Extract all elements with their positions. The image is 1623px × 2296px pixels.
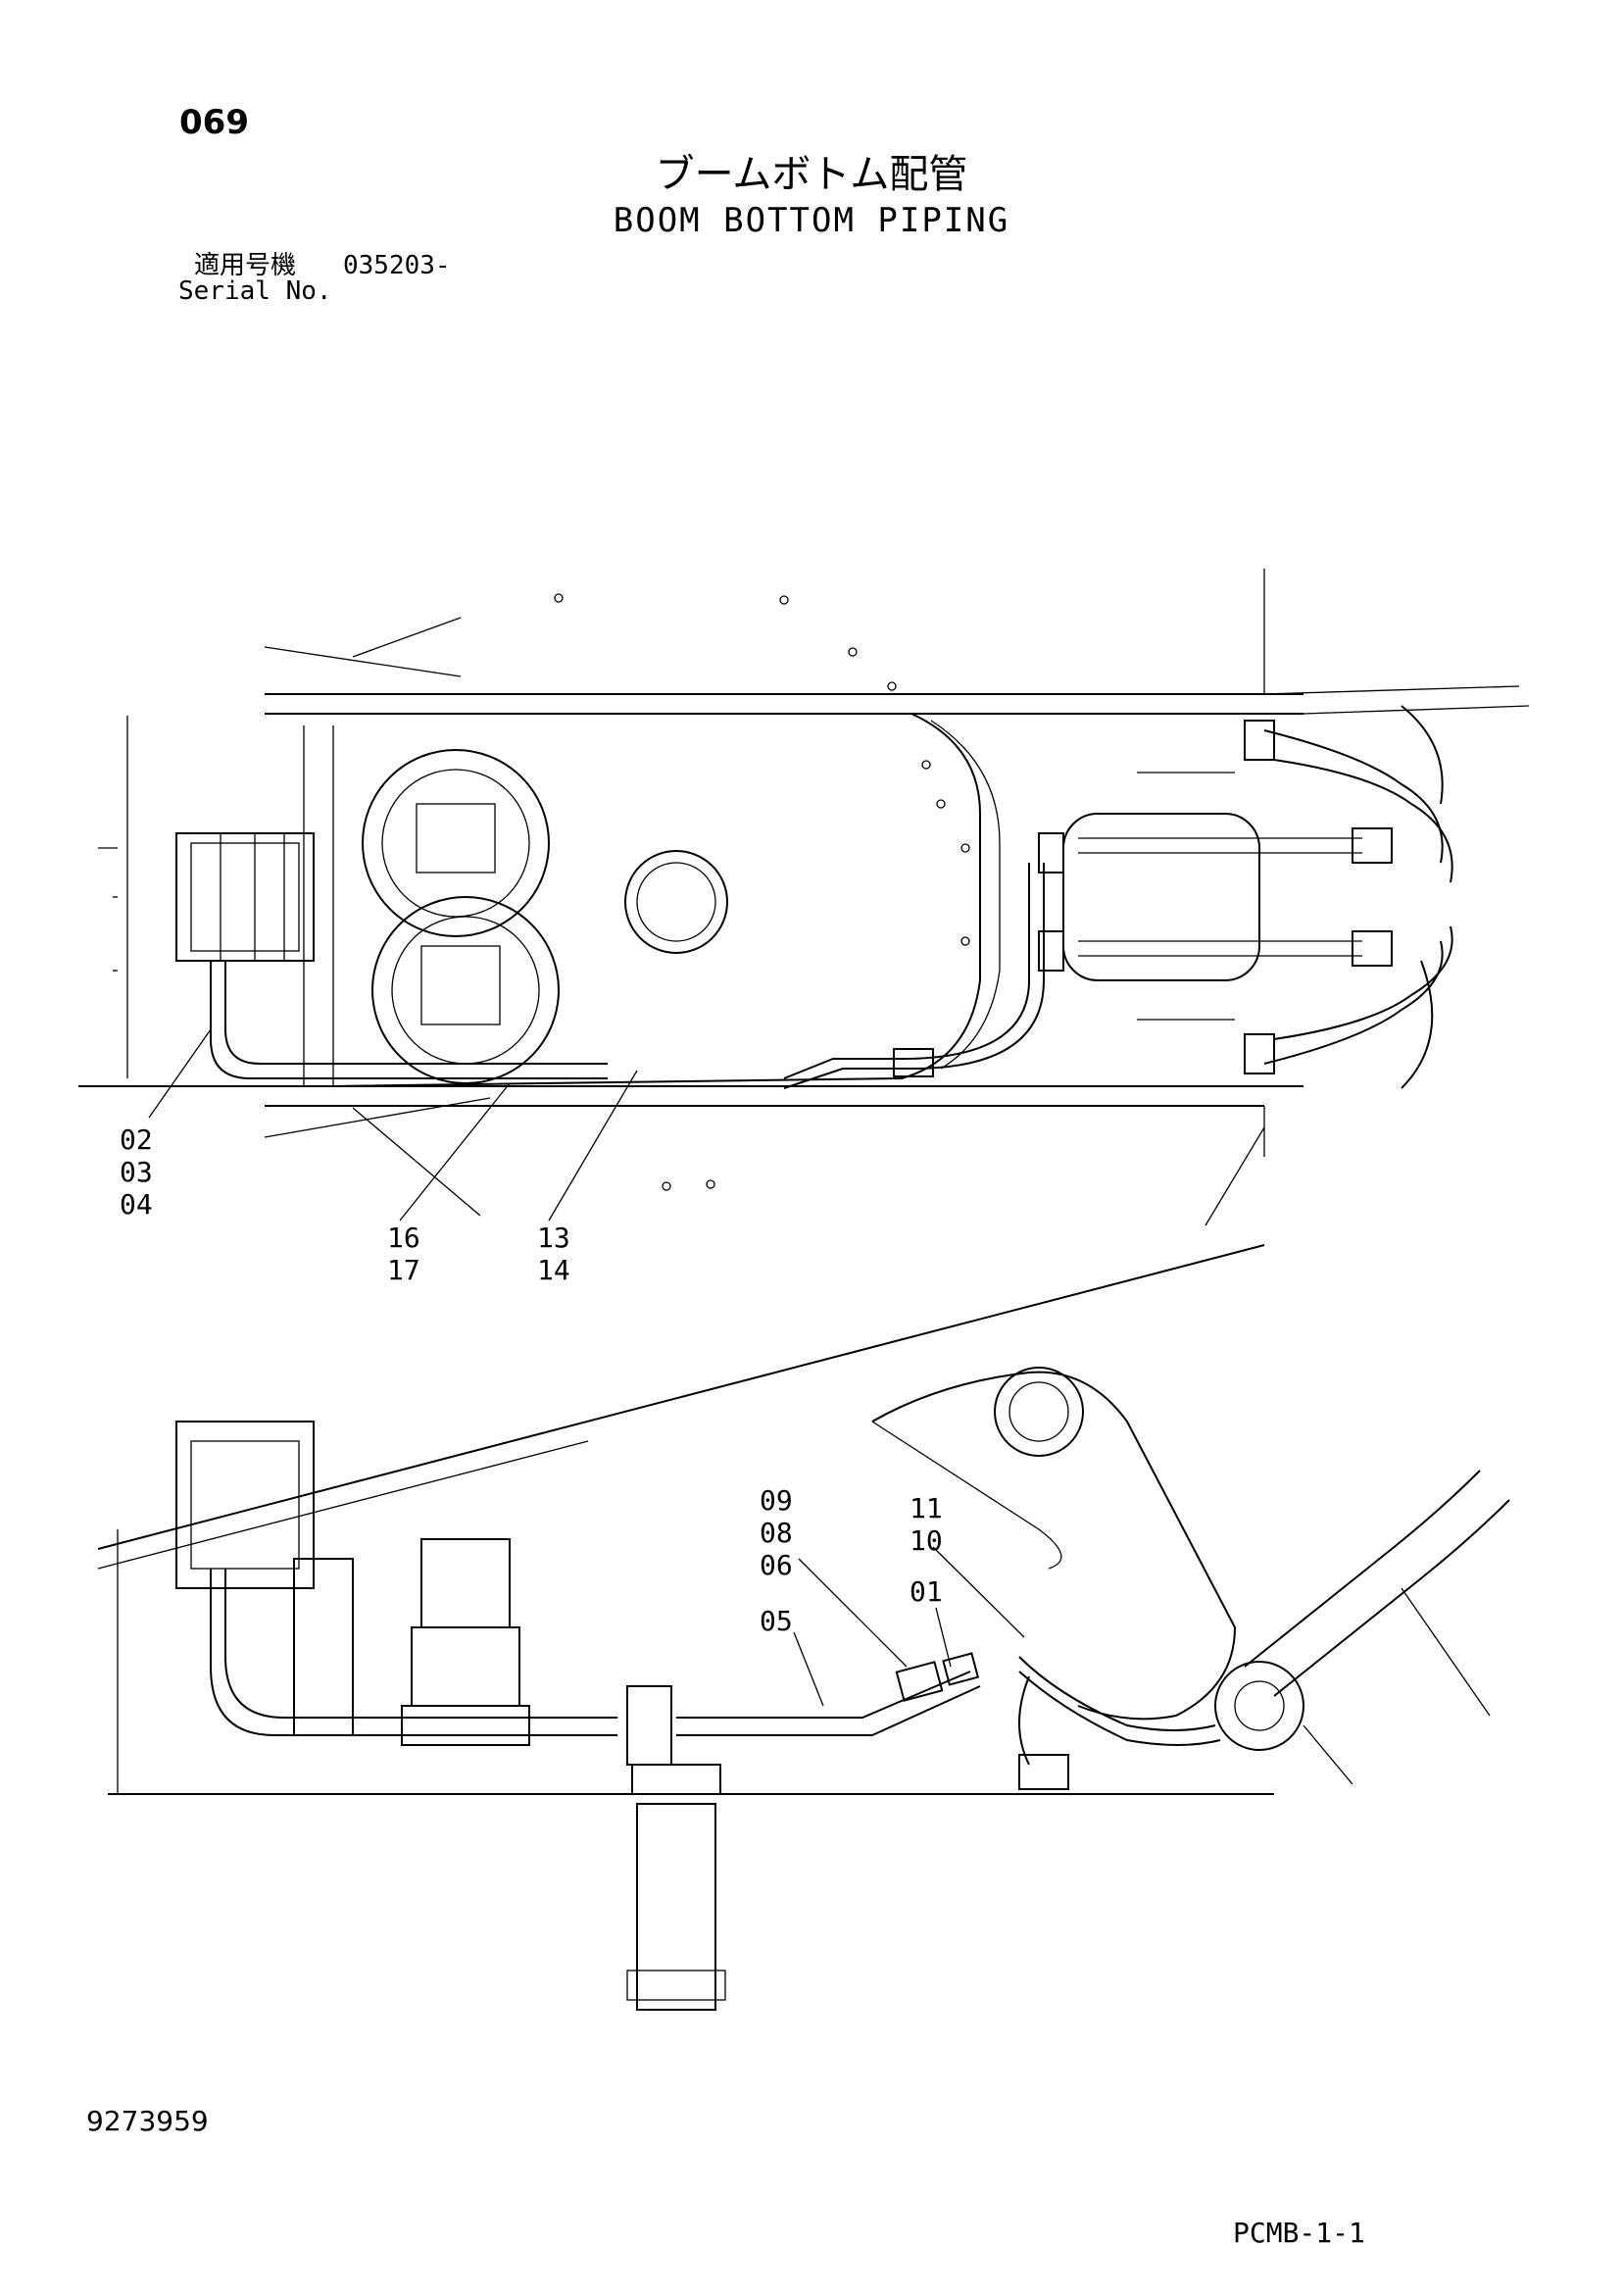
callout-01: 01 <box>910 1575 943 1608</box>
serial-label-english: Serial No. <box>178 276 332 306</box>
callout-13-14-line2: 14 <box>537 1254 570 1286</box>
callout-13-14-line1: 13 <box>537 1222 570 1254</box>
sheet-code: PCMB-1-1 <box>1233 2217 1365 2249</box>
callout-09-08-06-line1: 09 <box>760 1484 793 1517</box>
serial-label-japanese: 適用号機 <box>194 251 297 280</box>
top-view <box>78 569 1530 1226</box>
callout-05: 05 <box>760 1605 793 1637</box>
callout-11-10-line2: 10 <box>910 1524 943 1557</box>
document-number: 9273959 <box>86 2105 209 2137</box>
side-view <box>97 1244 1510 2011</box>
callout-02-03-04-line2: 03 <box>120 1156 153 1188</box>
callout-02-03-04-line3: 04 <box>120 1188 153 1221</box>
callouts-bottom: 09 08 06 05 11 10 01 <box>760 1484 943 1637</box>
page-title-japanese: ブームボトム配管 <box>655 152 968 197</box>
serial-number-value: 035203- <box>343 251 451 280</box>
callout-02-03-04-line1: 02 <box>120 1123 153 1156</box>
callout-11-10-line1: 11 <box>910 1492 943 1524</box>
page-number: 069 <box>179 103 249 142</box>
callouts-top: 02 03 04 16 17 13 14 <box>120 1123 570 1286</box>
callout-09-08-06-line3: 06 <box>760 1549 793 1581</box>
callout-09-08-06-line2: 08 <box>760 1517 793 1549</box>
page-title-english: BOOM BOTTOM PIPING <box>613 201 1010 240</box>
callout-16-17-line1: 16 <box>387 1222 420 1254</box>
callout-16-17-line2: 17 <box>387 1254 420 1286</box>
